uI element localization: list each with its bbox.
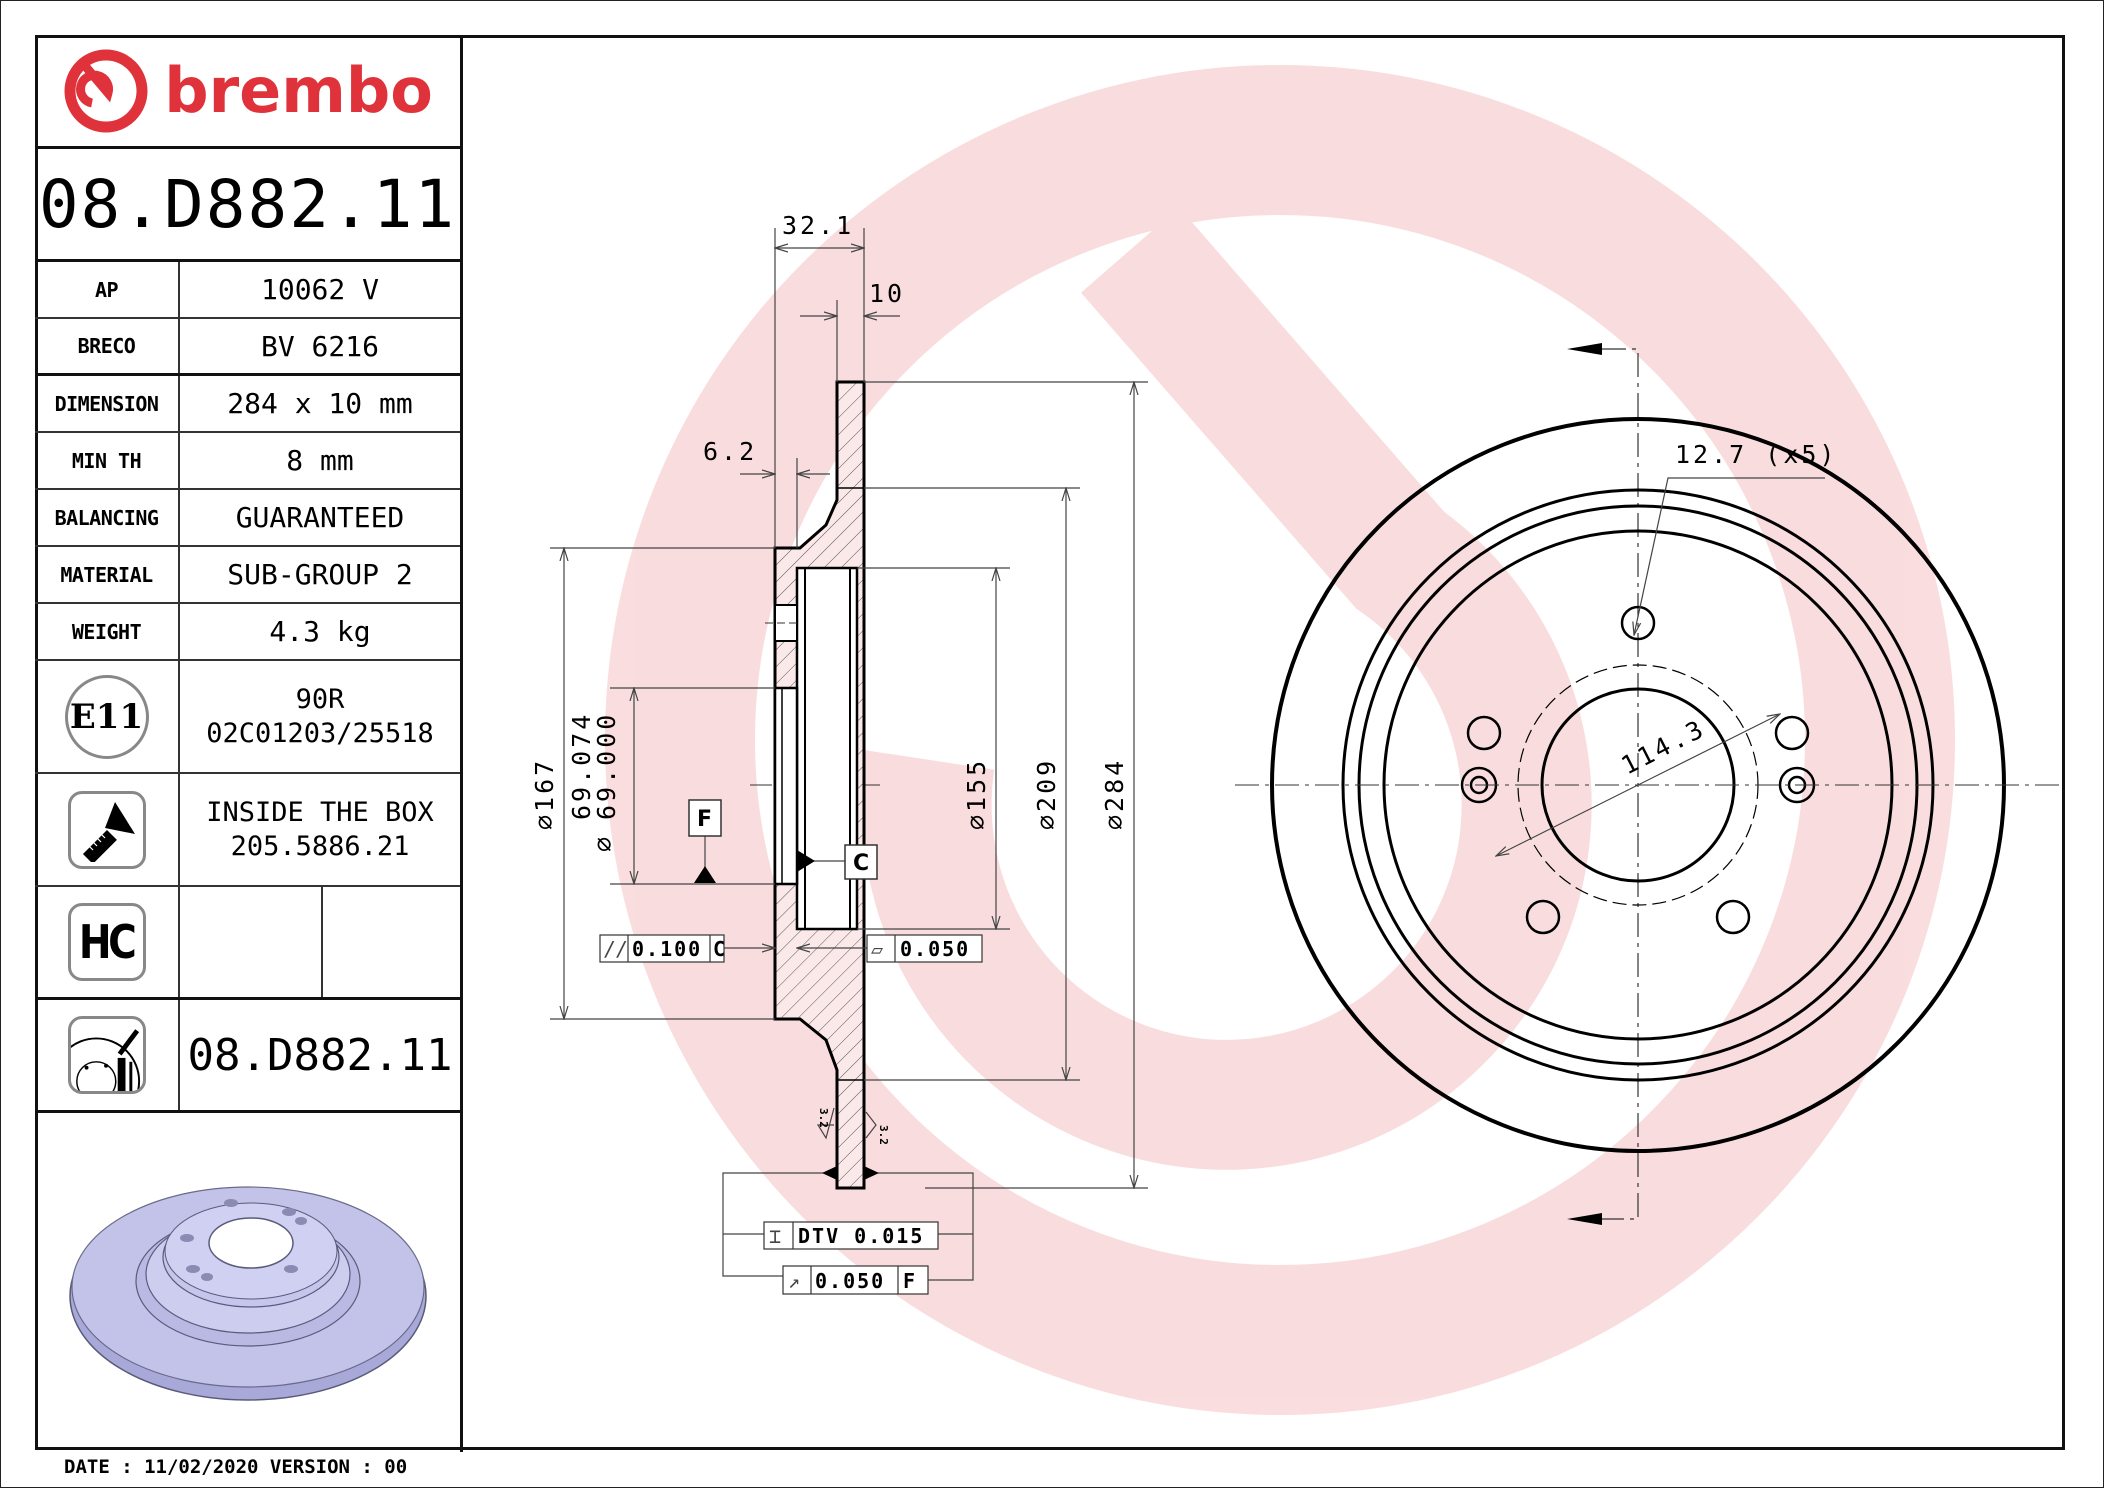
datum-f-box: F [688, 799, 722, 837]
spec-label: BRECO [35, 319, 180, 373]
hardware-note: INSIDE THE BOX [206, 796, 434, 828]
drawing-frame [35, 35, 2065, 1450]
svg-text:DTV 0.015: DTV 0.015 [798, 1224, 924, 1248]
screw-row: INSIDE THE BOX 205.5886.21 [35, 774, 460, 887]
spec-row-min-th: MIN TH 8 mm [35, 433, 460, 490]
spec-value: SUB-GROUP 2 [227, 558, 413, 591]
spec-value: GUARANTEED [235, 501, 405, 534]
runout-frame: ↗ 0.050 F [782, 1265, 929, 1295]
disc-marking-icon [67, 1016, 146, 1094]
flatness-frame: ▱ 0.050 [866, 934, 983, 963]
section-view [750, 380, 880, 1190]
spec-row-material: MATERIAL SUB-GROUP 2 [35, 547, 460, 604]
datum-c-box: C [844, 844, 878, 880]
e11-approval-icon: E11 [64, 674, 149, 759]
svg-text://: // [604, 937, 628, 961]
front-view [1235, 417, 2062, 1153]
svg-text:0.050: 0.050 [815, 1269, 885, 1293]
spec-value: 10062 V [260, 273, 379, 306]
approval-code: 90R [295, 683, 345, 715]
spec-value: 284 x 10 mm [227, 387, 413, 420]
dim-10: 10 [869, 279, 905, 308]
svg-text:C: C [713, 937, 725, 961]
spec-row-dimension: DIMENSION 284 x 10 mm [35, 376, 460, 433]
hc-coating-icon: HC [67, 903, 146, 981]
dim-bore-min: 69.000 [592, 712, 621, 820]
hc-value-right [323, 887, 460, 997]
svg-text:↗: ↗ [788, 1269, 800, 1293]
section-dimensions [550, 228, 1148, 1281]
title-block: brembo 08.D882.11 AP 10062 V BRECO BV 62… [35, 35, 463, 1452]
svg-text:F: F [697, 807, 712, 832]
spec-value: BV 6216 [260, 329, 379, 363]
spec-label: BALANCING [35, 490, 180, 545]
marking-code: 08.D882.11 [187, 1029, 453, 1081]
svg-text:C: C [853, 851, 869, 876]
brake-disc-3d-image [68, 1186, 427, 1401]
part-number: 08.D882.11 [38, 165, 457, 243]
svg-text:0.100: 0.100 [632, 937, 702, 961]
spec-value: 4.3 kg [269, 615, 371, 648]
roughness-right: 3.2 [877, 1125, 890, 1145]
spec-label: MATERIAL [35, 547, 180, 602]
svg-text:⌶: ⌶ [769, 1224, 781, 1248]
dim-155: ⌀155 [962, 758, 991, 830]
part-number-row: 08.D882.11 [35, 149, 460, 262]
hc-value-left [180, 887, 323, 997]
hc-row: HC [35, 887, 460, 1000]
screw-icon [67, 790, 146, 869]
product-image-row [35, 1113, 460, 1449]
spec-label: WEIGHT [35, 604, 180, 659]
parallelism-frame: // 0.100 C [599, 934, 725, 963]
dim-209: ⌀209 [1032, 758, 1061, 830]
spec-row-balancing: BALANCING GUARANTEED [35, 490, 460, 547]
diameter-symbol: ⌀ [589, 837, 618, 852]
spec-label: AP [35, 262, 180, 317]
dim-6-2: 6.2 [703, 437, 757, 466]
dtv-frame: ⌶ DTV 0.015 [763, 1221, 939, 1250]
marking-row: 08.D882.11 [35, 1000, 460, 1113]
spec-label: MIN TH [35, 433, 180, 488]
approval-number: 02C01203/25518 [206, 717, 434, 749]
dim-167: ⌀167 [530, 758, 559, 830]
spec-label: DIMENSION [35, 376, 180, 431]
roughness-left: 3.2 [817, 1108, 830, 1128]
date-version: DATE : 11/02/2020 VERSION : 00 [64, 1456, 408, 1478]
spec-row-breco: BRECO BV 6216 [35, 319, 460, 376]
spec-value: 8 mm [286, 444, 354, 477]
dim-284: ⌀284 [1100, 758, 1129, 830]
spec-row-ap: AP 10062 V [35, 262, 460, 319]
svg-text:0.050: 0.050 [900, 937, 970, 961]
brembo-logo-icon [64, 49, 148, 132]
dim-bore-max: 69.074 [567, 712, 596, 820]
hardware-part-number: 205.5886.21 [230, 830, 410, 862]
brand-logo-row: brembo [35, 35, 460, 149]
approval-row: E11 90R 02C01203/25518 [35, 661, 460, 774]
brand-name: brembo [164, 54, 433, 127]
front-bolt-hole-label: 12.7 (x5) [1675, 440, 1837, 469]
svg-text:▱: ▱ [871, 937, 883, 961]
svg-text:F: F [903, 1269, 915, 1293]
spec-row-weight: WEIGHT 4.3 kg [35, 604, 460, 661]
dim-32-1: 32.1 [782, 211, 854, 240]
